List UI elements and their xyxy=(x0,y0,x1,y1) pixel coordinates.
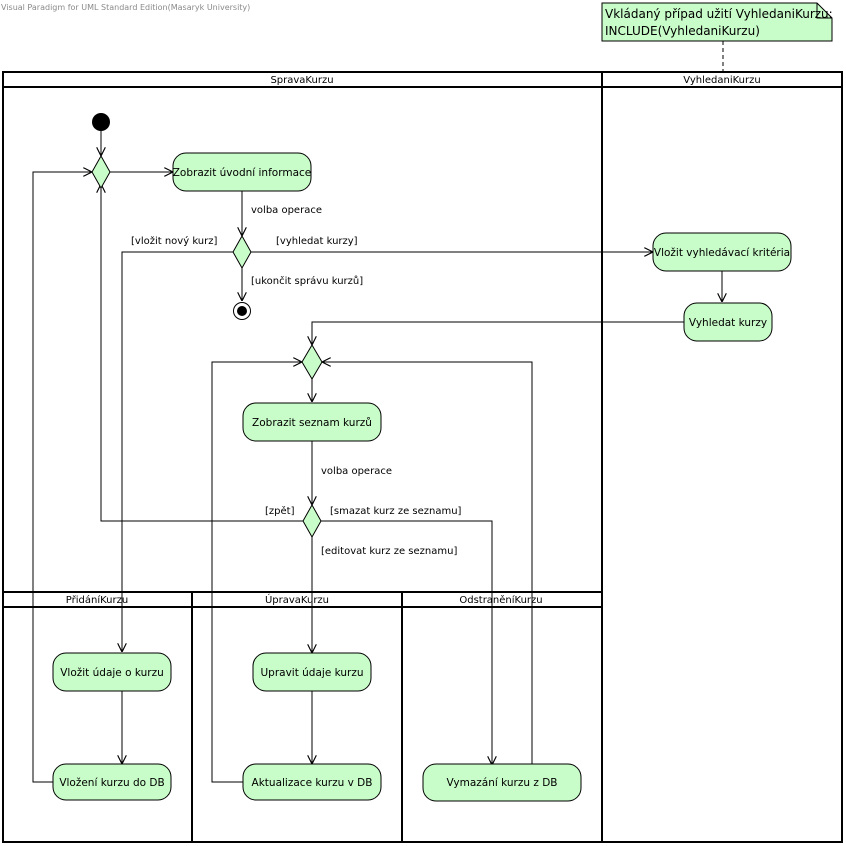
include-note: Vkládaný případ užití VyhledaniKurzu: IN… xyxy=(601,2,833,42)
activity-label: Zobrazit seznam kurzů xyxy=(252,417,372,429)
lane-title-pridanikurzu: PřidáníKurzu xyxy=(66,594,128,606)
initial-node xyxy=(92,113,110,131)
activity-label: Upravit údaje kurzu xyxy=(260,667,363,679)
merge-node-2 xyxy=(301,344,323,380)
activity-label: Vložení kurzu do DB xyxy=(59,777,164,789)
activity-zobrazit-seznam: Zobrazit seznam kurzů xyxy=(242,402,382,442)
activity-label: Vymazání kurzu z DB xyxy=(446,777,557,789)
activity-label: Zobrazit úvodní informace xyxy=(173,167,312,179)
activity-vymazani-db: Vymazání kurzu z DB xyxy=(422,763,582,802)
guard-zpet: [zpět] xyxy=(265,505,295,517)
guard-smazat-kurz: [smazat kurz ze seznamu] xyxy=(330,506,462,517)
activity-zobrazit-uvodni: Zobrazit úvodní informace xyxy=(172,152,312,192)
note-line-2: INCLUDE(VyhledaniKurzu) xyxy=(605,24,760,38)
activity-label: Aktualizace kurzu v DB xyxy=(252,777,373,789)
label-volba-operace-2: volba operace xyxy=(321,466,392,477)
activity-label: Vložit údaje o kurzu xyxy=(60,667,164,679)
guard-vyhledat-kurzy: [vyhledat kurzy] xyxy=(276,236,358,247)
lane-title-spravakurzu: SpravaKurzu xyxy=(270,75,333,86)
activity-vyhledat-kurzy: Vyhledat kurzy xyxy=(683,302,773,342)
label-volba-operace-1: volba operace xyxy=(251,205,322,216)
flow-vlozeni-back xyxy=(32,172,92,783)
activity-label: Vyhledat kurzy xyxy=(689,317,767,329)
flow-decision1-to-vlozit-udaje xyxy=(122,251,233,652)
guard-editovat-kurz: [editovat kurz ze seznamu] xyxy=(321,546,457,557)
lane-title-upravakurzu: ÚpravaKurzu xyxy=(265,593,329,606)
activity-upravit-udaje: Upravit údaje kurzu xyxy=(252,652,372,692)
activity-vlozit-kriteria: Vložit vyhledávací kritéria xyxy=(652,232,792,272)
note-line-1: Vkládaný případ užití VyhledaniKurzu: xyxy=(605,7,833,21)
lane-title-vyhledanikurzu: VyhledaniKurzu xyxy=(683,75,760,86)
swimlanes xyxy=(2,71,843,843)
control-flows xyxy=(32,131,722,783)
flow-aktualizace-back xyxy=(211,362,302,783)
guard-ukoncit-spravu: [ukončit správu kurzů] xyxy=(251,275,363,287)
watermark: Visual Paradigm for UML Standard Edition… xyxy=(1,3,250,12)
decision-node-operation xyxy=(232,234,252,270)
guard-vlozit-novy-kurz: [vložit nový kurz] xyxy=(131,235,217,247)
activity-aktualizace-db: Aktualizace kurzu v DB xyxy=(242,763,382,801)
activity-vlozit-udaje: Vložit údaje o kurzu xyxy=(52,652,172,692)
activity-label: Vložit vyhledávací kritéria xyxy=(654,247,790,259)
final-node xyxy=(233,302,251,320)
flow-decision2-to-vymazani xyxy=(321,520,492,765)
flow-vymazani-back xyxy=(322,362,533,765)
merge-node-1 xyxy=(91,154,111,190)
flow-decision2-back xyxy=(101,184,303,522)
decision-node-list-operation xyxy=(302,503,322,539)
lane-title-odstranenikurzu: OdstraněníKurzu xyxy=(459,594,542,606)
activity-vlozeni-db: Vložení kurzu do DB xyxy=(52,763,172,801)
flow-vyhledat-to-merge2 xyxy=(312,321,684,345)
